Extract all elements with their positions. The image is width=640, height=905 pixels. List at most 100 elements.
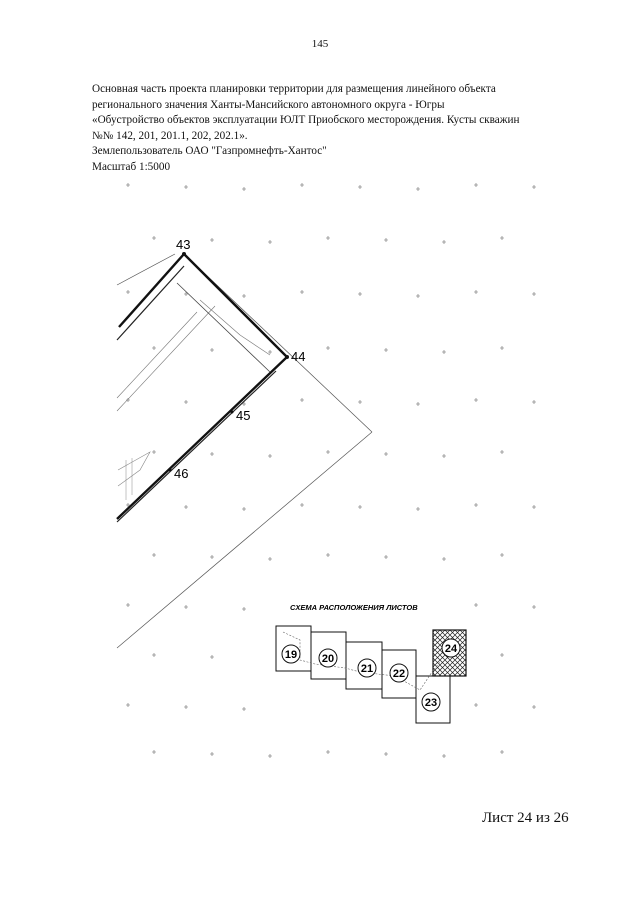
grid-crosses xyxy=(126,183,536,758)
grid-cross xyxy=(184,185,188,189)
small-feature xyxy=(117,451,151,487)
grid-cross xyxy=(384,348,388,352)
sheet-number-19: 19 xyxy=(285,649,297,661)
grid-cross xyxy=(242,507,246,511)
sheet-number-23: 23 xyxy=(425,697,437,709)
grid-cross xyxy=(184,705,188,709)
grid-cross xyxy=(210,555,214,559)
grid-cross xyxy=(210,452,214,456)
boundary-inner-diag xyxy=(176,282,271,373)
grid-cross xyxy=(210,752,214,756)
sheet-number-21: 21 xyxy=(361,663,373,675)
page-number: 145 xyxy=(311,38,329,50)
grid-cross xyxy=(442,454,446,458)
inner-line-2 xyxy=(116,305,216,412)
point-label-45: 45 xyxy=(236,408,250,423)
grid-cross xyxy=(326,450,330,454)
grid-cross xyxy=(242,607,246,611)
grid-cross xyxy=(300,503,304,507)
grid-cross xyxy=(384,452,388,456)
grid-cross xyxy=(532,185,536,189)
point-label-43: 43 xyxy=(176,237,190,252)
sheet-number-22: 22 xyxy=(393,668,405,680)
grid-cross xyxy=(358,185,362,189)
grid-cross xyxy=(500,553,504,557)
grid-cross xyxy=(532,605,536,609)
grid-cross xyxy=(184,605,188,609)
grid-cross xyxy=(184,292,188,296)
point-label-46: 46 xyxy=(174,466,188,481)
boundary-lower-parallel xyxy=(116,370,277,523)
scheme-title: СХЕМА РАСПОЛОЖЕНИЯ ЛИСТОВ xyxy=(290,603,418,612)
grid-cross xyxy=(242,402,246,406)
grid-cross xyxy=(500,653,504,657)
grid-cross xyxy=(416,294,420,298)
grid-cross xyxy=(268,754,272,758)
grid-cross xyxy=(358,292,362,296)
grid-cross xyxy=(184,400,188,404)
inner-line-1 xyxy=(116,311,198,399)
grid-cross xyxy=(384,238,388,242)
grid-cross xyxy=(152,236,156,240)
grid-cross xyxy=(500,236,504,240)
scale-line: Масштаб 1:5000 xyxy=(92,160,171,173)
grid-cross xyxy=(210,348,214,352)
grid-cross xyxy=(326,750,330,754)
grid-cross xyxy=(532,505,536,509)
grid-cross xyxy=(152,450,156,454)
grid-cross xyxy=(152,346,156,350)
project-boundary-thick xyxy=(116,252,289,520)
inner-line-3 xyxy=(199,299,241,336)
grid-cross xyxy=(442,240,446,244)
grid-cross xyxy=(126,603,130,607)
grid-cross xyxy=(532,292,536,296)
header-line-4: №№ 142, 201, 201.1, 202, 202.1». xyxy=(92,129,248,142)
grid-cross xyxy=(126,703,130,707)
grid-cross xyxy=(152,653,156,657)
grid-cross xyxy=(268,240,272,244)
grid-cross xyxy=(300,290,304,294)
grid-cross xyxy=(442,557,446,561)
point-label-44: 44 xyxy=(291,349,305,364)
grid-cross xyxy=(242,707,246,711)
grid-cross xyxy=(242,294,246,298)
grid-cross xyxy=(268,350,272,354)
grid-cross xyxy=(326,346,330,350)
grid-cross xyxy=(532,400,536,404)
thin-boundary-lower xyxy=(116,431,373,649)
grid-cross xyxy=(500,750,504,754)
grid-cross xyxy=(474,398,478,402)
inner-line-4 xyxy=(239,334,271,356)
grid-cross xyxy=(442,754,446,758)
grid-cross xyxy=(474,703,478,707)
grid-cross xyxy=(300,398,304,402)
landowner-line: Землепользователь ОАО "Газпромнефть-Хант… xyxy=(92,145,327,157)
grid-cross xyxy=(210,655,214,659)
grid-cross xyxy=(358,400,362,404)
grid-cross xyxy=(268,557,272,561)
sheet-number-20: 20 xyxy=(322,653,334,665)
map-lines xyxy=(116,252,373,649)
grid-cross xyxy=(126,183,130,187)
grid-cross xyxy=(326,236,330,240)
grid-cross xyxy=(474,290,478,294)
grid-cross xyxy=(500,346,504,350)
point-45-marker xyxy=(230,410,234,414)
grid-cross xyxy=(126,503,130,507)
point-43-marker xyxy=(182,252,186,256)
grid-cross xyxy=(416,507,420,511)
grid-cross xyxy=(126,290,130,294)
document-header: Основная часть проекта планировки террит… xyxy=(92,82,562,175)
grid-cross xyxy=(442,350,446,354)
grid-cross xyxy=(532,705,536,709)
grid-cross xyxy=(326,553,330,557)
point-44-marker xyxy=(285,355,289,359)
grid-cross xyxy=(474,183,478,187)
grid-cross xyxy=(500,450,504,454)
grid-cross xyxy=(384,752,388,756)
grid-cross xyxy=(474,603,478,607)
grid-cross xyxy=(184,505,188,509)
grid-cross xyxy=(126,398,130,402)
grid-cross xyxy=(384,555,388,559)
sheet-counter: Лист 24 из 26 xyxy=(482,810,569,826)
